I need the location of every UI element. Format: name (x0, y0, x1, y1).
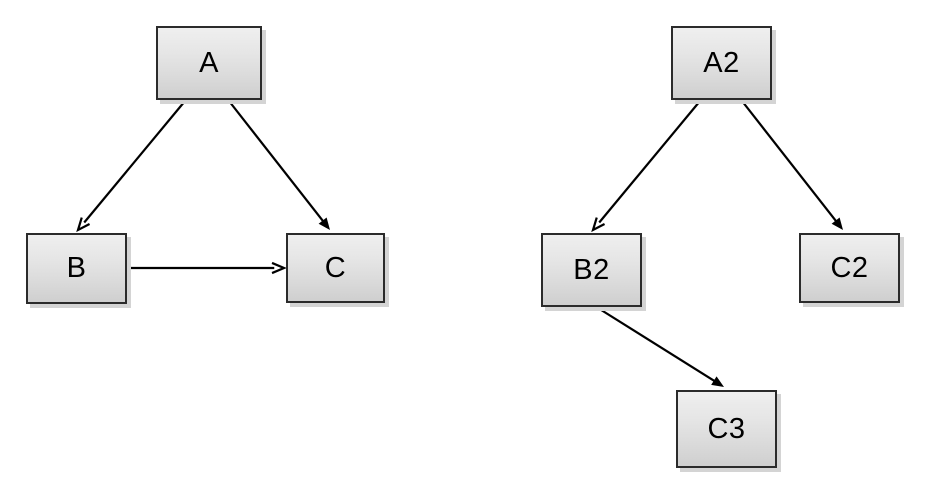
arrowhead (831, 217, 843, 230)
node-c[interactable]: C (286, 233, 385, 303)
node-label: C3 (707, 412, 746, 445)
edge-a2-to-b2 (591, 100, 701, 233)
arrowhead (591, 217, 606, 233)
arrowhead (318, 217, 330, 230)
node-label: A2 (703, 46, 740, 79)
node-a2[interactable]: A2 (671, 26, 772, 100)
arrowhead (76, 217, 91, 233)
edge-line (598, 100, 701, 224)
node-c3[interactable]: C3 (676, 390, 777, 468)
edge-b-to-c (129, 261, 287, 275)
node-b2[interactable]: B2 (541, 233, 642, 307)
edge-a-to-b (76, 100, 186, 233)
node-label: B2 (573, 253, 610, 286)
arrowhead (711, 376, 724, 387)
node-c2[interactable]: C2 (799, 233, 900, 303)
node-label: B (66, 252, 87, 284)
node-label: C (324, 251, 347, 284)
edge-b2-to-c3 (597, 307, 724, 387)
edge-line (741, 100, 838, 224)
node-label: A (199, 46, 219, 79)
arrowhead (271, 261, 287, 275)
node-a[interactable]: A (156, 26, 262, 100)
edge-a2-to-c2 (741, 100, 843, 230)
edge-line (597, 307, 717, 383)
edge-a-to-c (228, 100, 330, 230)
edge-line (83, 100, 186, 224)
edge-line (228, 100, 325, 224)
node-b[interactable]: B (26, 233, 127, 304)
node-label: C2 (830, 251, 869, 284)
